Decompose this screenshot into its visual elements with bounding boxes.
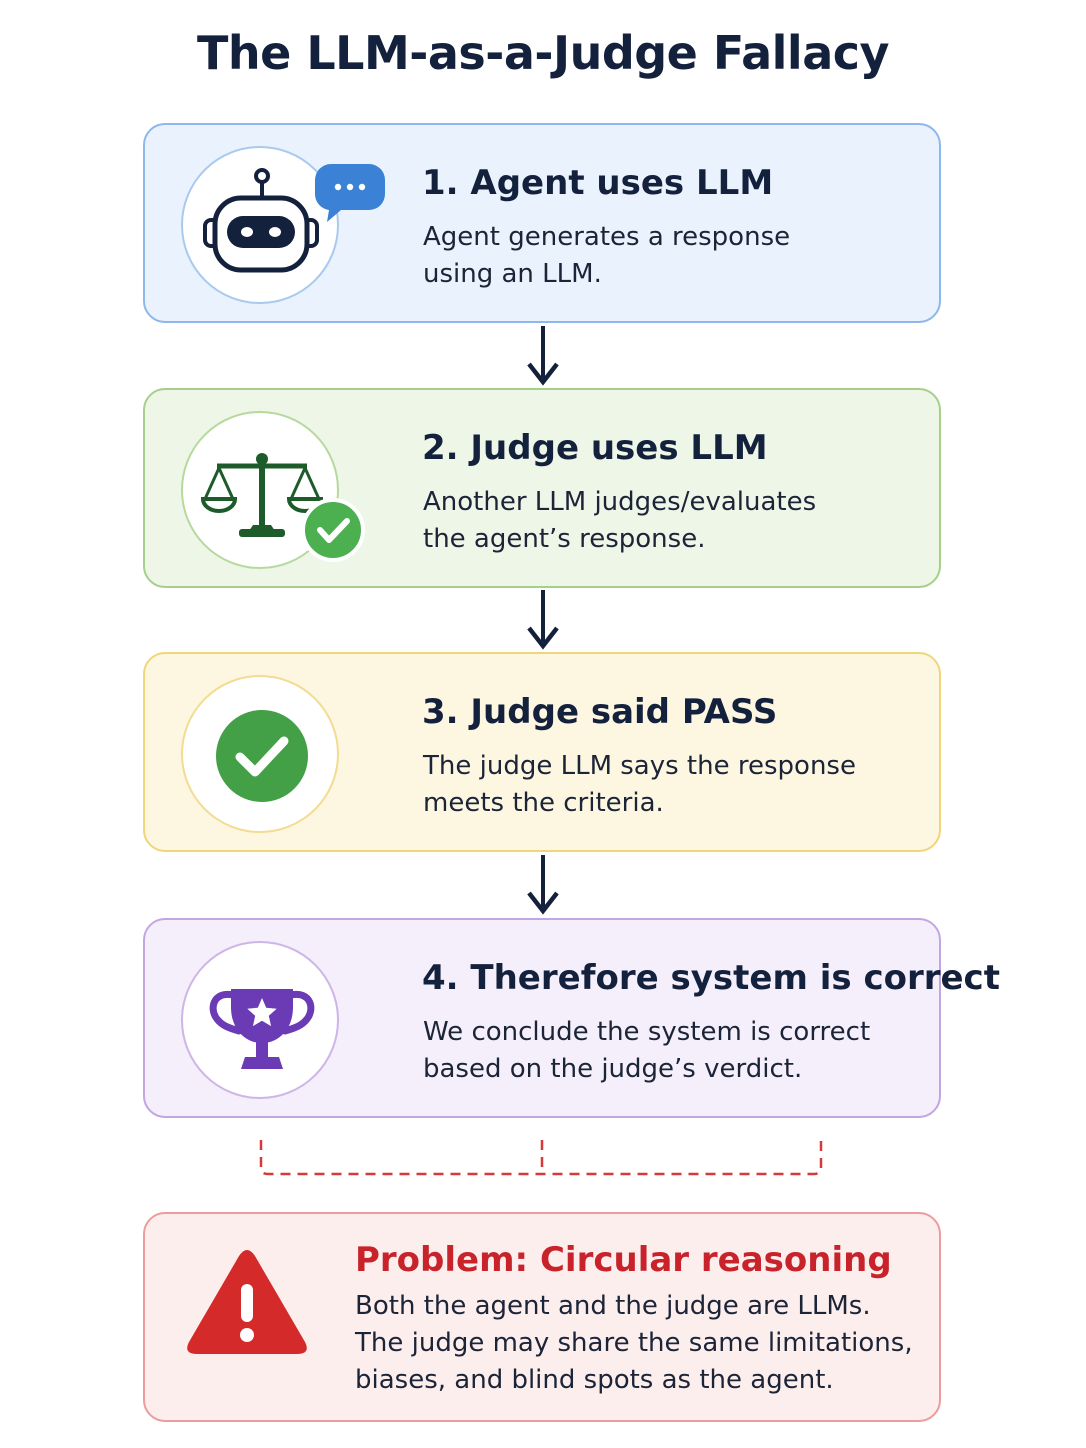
step-icon-circle xyxy=(181,146,385,304)
description-line: Another LLM judges/evaluates xyxy=(423,487,817,517)
description-line: The judge may share the same limitations… xyxy=(355,1328,913,1358)
step-heading: 4. Therefore system is correct xyxy=(422,958,1000,998)
description-line: using an LLM. xyxy=(423,259,602,289)
description-line: the agent’s response. xyxy=(423,524,706,554)
down-arrow-icon xyxy=(527,855,559,915)
step-icon-circle xyxy=(181,675,339,833)
warning-triangle-icon xyxy=(187,1250,307,1354)
step-description: Agent generates a response using an LLM. xyxy=(423,219,790,293)
problem-card: Problem: Circular reasoning Both the age… xyxy=(143,1212,941,1422)
step-icon-circle xyxy=(181,411,365,569)
step-description: Another LLM judges/evaluates the agent’s… xyxy=(423,484,816,558)
down-arrow-icon xyxy=(527,590,559,650)
step-heading: 2. Judge uses LLM xyxy=(422,428,768,468)
problem-description: Both the agent and the judge are LLMs. T… xyxy=(355,1288,913,1399)
step-icon-circle xyxy=(181,941,339,1099)
robot-chat-icon xyxy=(203,164,385,273)
scales-check-icon xyxy=(200,453,365,562)
description-line: The judge LLM says the response xyxy=(423,751,856,781)
step-description: The judge LLM says the response meets th… xyxy=(423,748,856,822)
description-line: Both the agent and the judge are LLMs. xyxy=(355,1291,871,1321)
trophy-icon xyxy=(209,989,315,1069)
page-title: The LLM-as-a-Judge Fallacy xyxy=(196,26,890,80)
step-card-judge: 2. Judge uses LLM Another LLM judges/eva… xyxy=(143,388,941,588)
description-line: Agent generates a response xyxy=(423,222,791,252)
down-arrow-icon xyxy=(527,326,559,386)
step-heading: 1. Agent uses LLM xyxy=(422,163,774,203)
step-card-pass: 3. Judge said PASS The judge LLM says th… xyxy=(143,652,941,852)
step-description: We conclude the system is correct based … xyxy=(423,1014,870,1088)
description-line: based on the judge’s verdict. xyxy=(423,1054,803,1084)
step-card-conclusion: 4. Therefore system is correct We conclu… xyxy=(143,918,1000,1118)
description-line: biases, and blind spots as the agent. xyxy=(355,1365,834,1395)
dashed-connector xyxy=(259,1140,823,1176)
check-circle-icon xyxy=(216,710,308,802)
description-line: We conclude the system is correct xyxy=(423,1017,871,1047)
step-heading: 3. Judge said PASS xyxy=(422,692,778,732)
description-line: meets the criteria. xyxy=(423,788,664,818)
problem-heading: Problem: Circular reasoning xyxy=(355,1240,892,1280)
step-card-agent: 1. Agent uses LLM Agent generates a resp… xyxy=(143,123,941,323)
